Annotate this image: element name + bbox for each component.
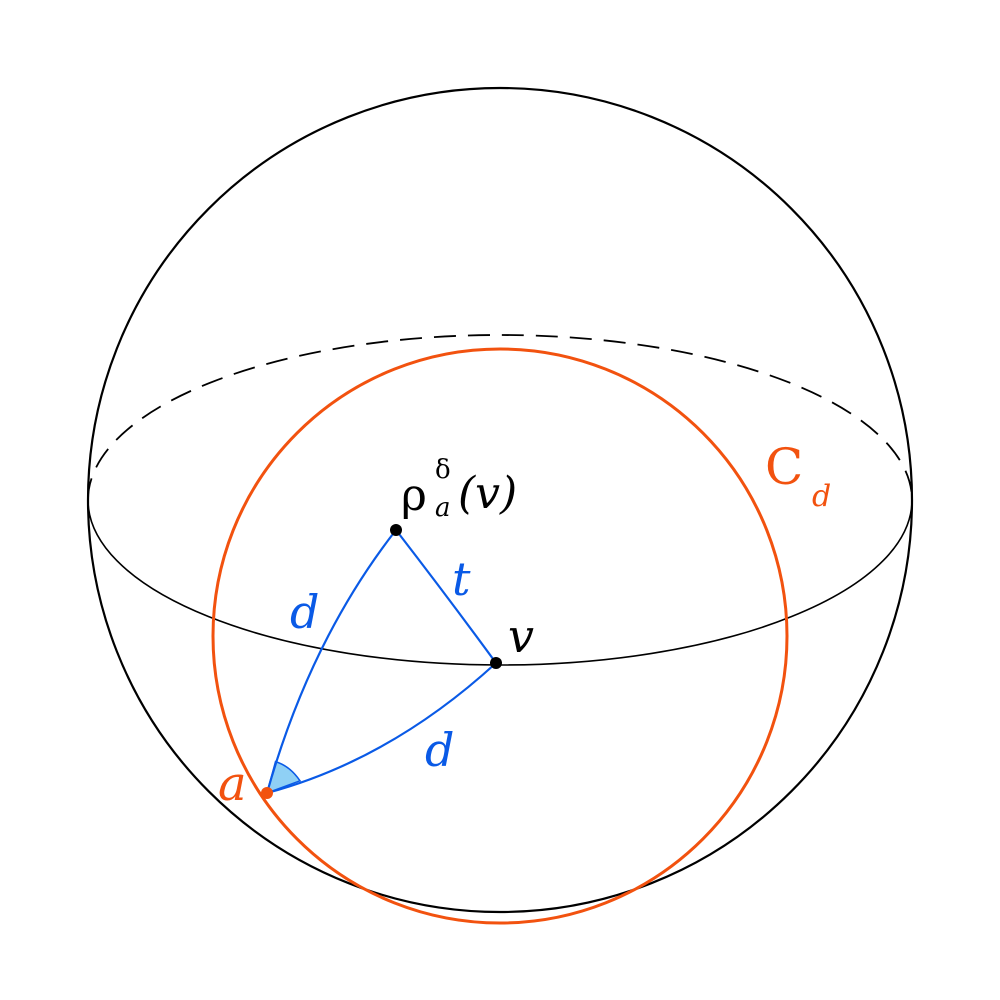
label-c-sub: d (812, 479, 831, 514)
label-rho-sup: δ (435, 455, 451, 485)
circle-c-d (211, 347, 789, 925)
geodesic-a-to-rho (265, 529, 397, 794)
point-v (490, 657, 502, 669)
point-rho (390, 524, 402, 536)
label-a: a (218, 756, 247, 812)
point-a (261, 787, 273, 799)
geodesic-rho-to-v (395, 529, 497, 664)
geodesic-a-to-v (266, 662, 497, 795)
label-t: t (452, 552, 471, 606)
label-v: v (508, 609, 534, 663)
label-d-left: d (290, 585, 319, 639)
label-d-bottom: d (425, 723, 454, 777)
equator-back-dashed (87, 334, 913, 501)
label-rho-base: ρ (401, 470, 427, 521)
label-c-main: C (765, 438, 803, 496)
label-rho-arg: (v) (458, 468, 517, 519)
label-rho-sub: a (435, 493, 451, 523)
